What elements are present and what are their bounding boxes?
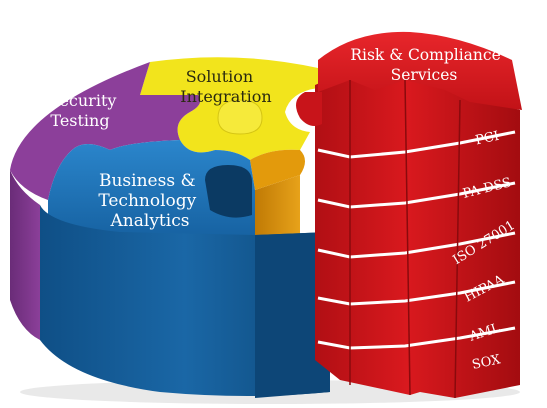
security-testing-piece [10,62,201,200]
red-fold-lines [349,79,461,399]
band-label-sox: SOX [471,352,503,373]
security-testing-side [10,170,40,340]
puzzle-knob-yellow-hole [217,99,263,135]
solution-integration-label: Solution Integration [180,67,271,106]
band-label-pci: PCI [474,129,500,149]
risk-puzzle-tab [296,92,322,126]
risk-compliance-label: Risk & Compliance Services [350,46,505,84]
orange-piece-top [250,149,305,190]
blue-front-edge [255,232,330,398]
security-testing-label: Security Testing [48,91,121,130]
business-analytics-piece [48,140,255,235]
band-separators [317,130,516,350]
risk-compliance-body [315,68,520,398]
business-analytics-label: Business & Technology Analytics [98,171,201,231]
blue-knob-hole [205,165,252,218]
risk-compliance-piece [318,31,522,110]
